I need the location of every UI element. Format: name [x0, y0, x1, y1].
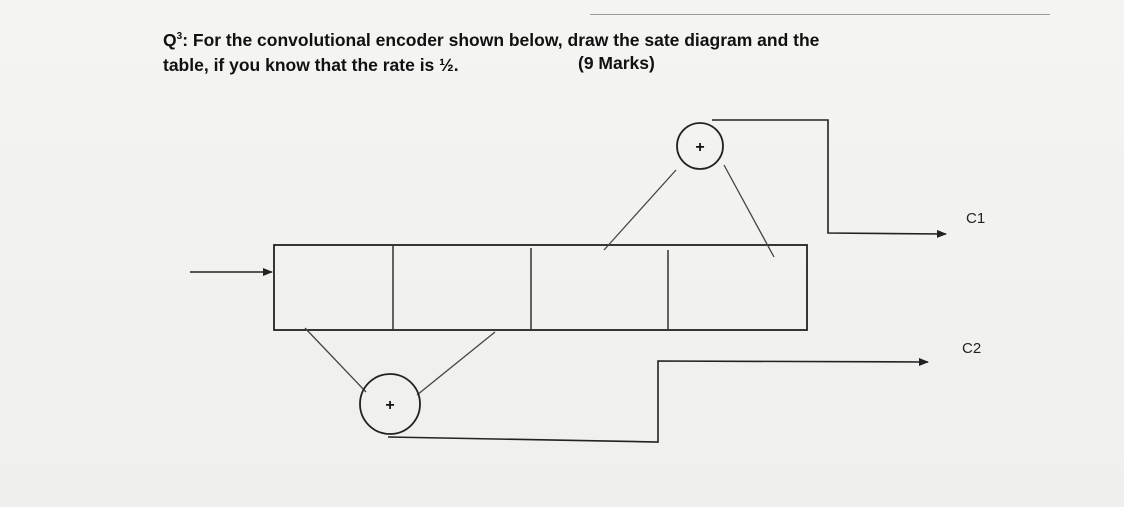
output-label-c1: C1	[966, 210, 986, 227]
question-text: Q3: For the convolutional encoder shown …	[163, 28, 983, 78]
bottom-adder-plus-icon: +	[385, 397, 394, 414]
top-adder-tap-right	[723, 164, 775, 258]
question-line-1-text: : For the convolutional encoder shown be…	[182, 30, 820, 50]
question-label: Q	[163, 30, 177, 50]
c1-output-line	[712, 119, 947, 238]
shift-register	[273, 244, 808, 331]
top-modulo2-adder	[676, 122, 724, 170]
marks-label: (9 Marks)	[578, 53, 655, 73]
bottom-adder-tap-left	[304, 327, 367, 393]
top-adder-tap-left	[603, 169, 677, 251]
question-line-2: table, if you know that the rate is ½.	[163, 55, 459, 75]
c2-output-line	[387, 357, 929, 443]
bottom-modulo2-adder	[359, 373, 421, 435]
question-line-1: Q3: For the convolutional encoder shown …	[163, 28, 983, 53]
top-rule-line	[590, 14, 1050, 15]
question-number: 3	[176, 31, 183, 43]
top-adder-plus-icon: +	[695, 139, 704, 156]
output-label-c2: C2	[962, 340, 982, 357]
bottom-adder-tap-right	[416, 331, 496, 396]
